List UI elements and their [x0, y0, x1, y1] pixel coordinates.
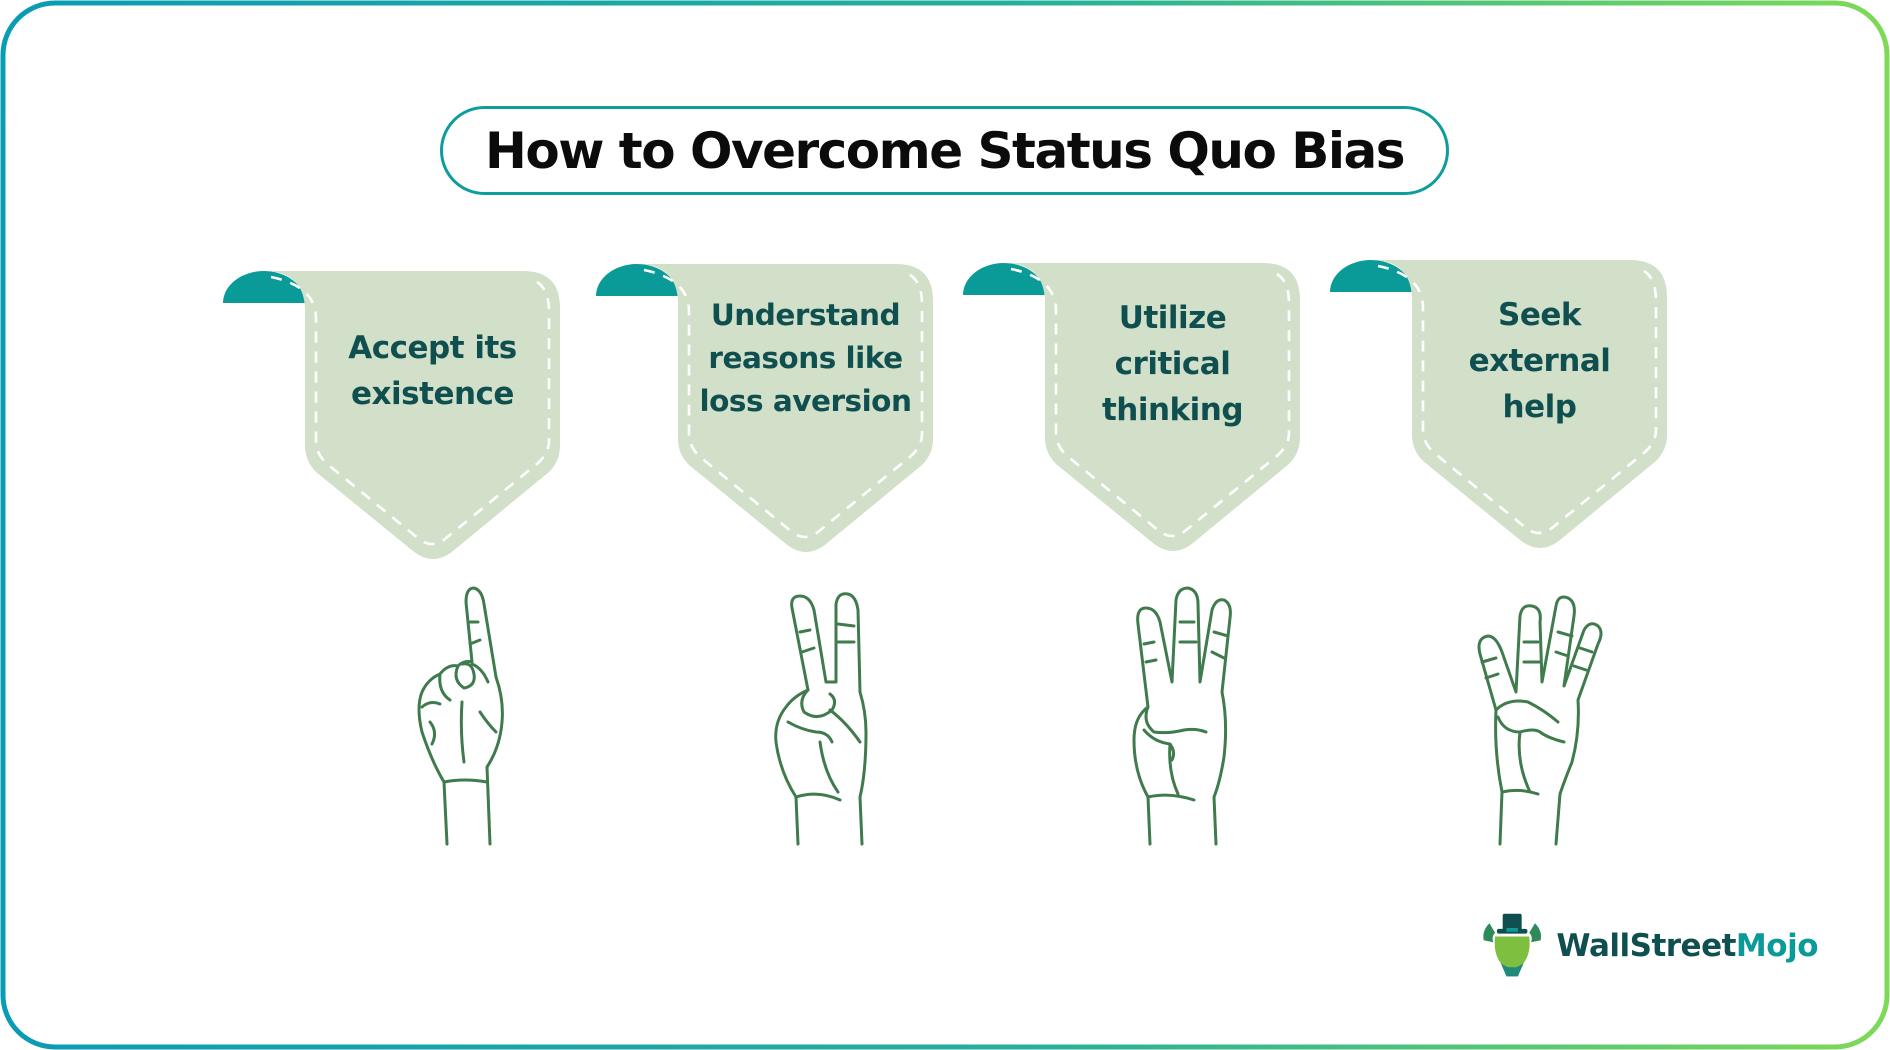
logo-text-accent: Mojo	[1735, 928, 1819, 964]
step-line: loss aversion	[699, 383, 912, 418]
step-line: critical	[1114, 346, 1231, 382]
title-pill: How to Overcome Status Quo Bias	[440, 106, 1449, 195]
card-shape	[963, 263, 1300, 551]
logo-text: WallStreetMojo	[1556, 928, 1818, 964]
step-line: thinking	[1101, 392, 1244, 428]
step-line: Accept its	[348, 330, 517, 366]
step-line: reasons like	[708, 340, 903, 375]
card-shape	[1330, 260, 1667, 548]
step-line: Seek	[1498, 297, 1582, 333]
tab-icon	[223, 271, 305, 303]
page-title: How to Overcome Status Quo Bias	[485, 121, 1405, 180]
step-card-1: Accept its existence	[223, 271, 563, 571]
step-label: Accept its existence	[305, 271, 560, 471]
step-card-4: Seek external help	[1330, 260, 1670, 560]
tab-icon	[596, 264, 678, 296]
four-finger-hand-icon	[1477, 595, 1603, 846]
two-finger-hand-icon	[774, 592, 868, 846]
logo-text-dark: WallStreet	[1556, 928, 1736, 964]
wallstreetmojo-logo[interactable]: WallStreetMojo	[1478, 906, 1819, 986]
step-line: Understand	[710, 297, 901, 332]
three-finger-hand-icon	[1132, 586, 1232, 846]
step-label: Seek external help	[1412, 260, 1667, 462]
step-card-2: Understand reasons like loss aversion	[596, 264, 936, 564]
step-label: Utilize critical thinking	[1045, 263, 1300, 465]
step-line: existence	[351, 376, 514, 412]
step-line: external	[1468, 343, 1611, 379]
step-label: Understand reasons like loss aversion	[678, 264, 933, 452]
step-card-3: Utilize critical thinking	[963, 263, 1303, 563]
bull-with-top-hat-icon	[1483, 913, 1542, 977]
step-line: Utilize	[1118, 300, 1227, 336]
step-line: help	[1502, 389, 1577, 425]
card-shape	[223, 271, 560, 559]
one-finger-hand-icon	[417, 586, 504, 846]
tab-icon	[1330, 260, 1412, 292]
tab-icon	[963, 263, 1045, 295]
card-shape	[596, 264, 933, 552]
